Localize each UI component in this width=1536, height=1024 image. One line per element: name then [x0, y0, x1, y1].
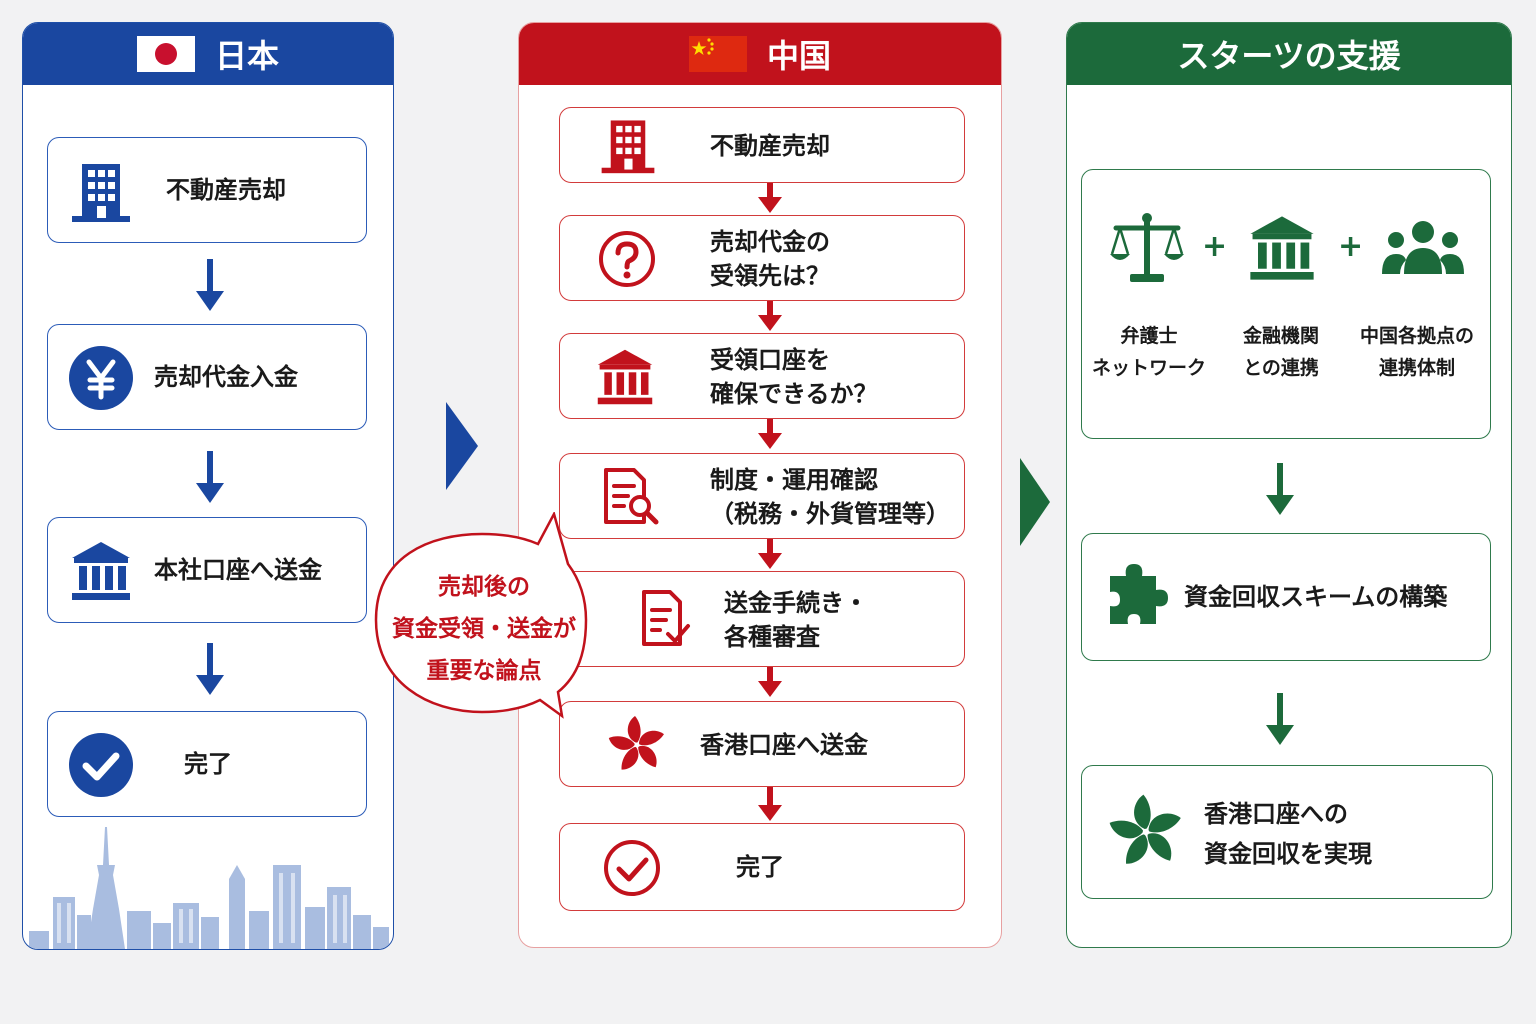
china-step-label: 完了	[736, 853, 784, 881]
plus-sign: +	[1202, 229, 1228, 264]
support-step-label: 資金回収スキームの構築	[1184, 583, 1448, 611]
japan-step-remit-to-hq: 本社口座へ送金	[47, 517, 367, 623]
arrow-down-icon	[196, 643, 224, 695]
arrow-down-icon	[758, 183, 782, 213]
people-icon	[1382, 221, 1464, 274]
arrow-down-icon	[758, 787, 782, 821]
china-step-label: 香港口座へ送金	[700, 731, 868, 759]
bank-icon	[597, 349, 653, 405]
support-network-box: + + 弁護士 ネットワーク 金融機関 との連携 中国各拠点の 連携体制	[1081, 169, 1491, 439]
japan-step-complete: 完了	[47, 711, 367, 817]
support-panel: スターツの支援 + +	[1066, 22, 1512, 948]
scales-icon	[1110, 213, 1184, 282]
china-title: 中国	[766, 37, 831, 75]
china-step-label: 送金手続き・ 各種審査	[724, 589, 868, 651]
japan-step-label: 完了	[184, 750, 232, 778]
flow-chevron-icon	[1020, 458, 1050, 546]
document-check-icon	[642, 590, 690, 646]
yen-icon	[69, 346, 133, 410]
china-step-label: 不動産売却	[710, 132, 830, 160]
china-step-label: 制度・運用確認 （税務・外貨管理等）	[710, 466, 950, 528]
china-step-payment-recipient: 売却代金の 受領先は？	[559, 215, 965, 301]
japan-step-label: 本社口座へ送金	[154, 556, 322, 584]
support-step-label: 香港口座への 資金回収を実現	[1204, 800, 1372, 868]
tokyo-skyline-illustration	[29, 827, 389, 949]
puzzle-icon	[1110, 564, 1168, 624]
china-step-regulation-check: 制度・運用確認 （税務・外貨管理等）	[559, 453, 965, 539]
arrow-down-icon	[758, 667, 782, 697]
arrow-down-icon	[758, 419, 782, 449]
check-circle-icon	[604, 840, 660, 896]
china-step-remittance-review: 送金手続き・ 各種審査	[559, 571, 965, 667]
japan-panel: 日本 不動産売却 売却代金入金	[22, 22, 394, 950]
japan-flag-icon	[136, 36, 195, 72]
bauhinia-icon	[608, 716, 664, 770]
plus-sign: +	[1338, 229, 1364, 264]
support-header: スターツの支援	[1067, 23, 1511, 85]
building-icon	[72, 164, 130, 222]
flow-chevron-icon	[446, 402, 478, 490]
arrow-down-icon	[196, 259, 224, 311]
japan-step-label: 不動産売却	[166, 176, 286, 204]
arrow-down-icon	[1266, 463, 1294, 515]
bauhinia-icon	[1109, 794, 1181, 864]
network-label-china-offices: 中国各拠点の 連携体制	[1359, 325, 1474, 379]
japan-header: 日本	[23, 23, 393, 85]
china-step-label: 売却代金の 受領先は？	[710, 228, 830, 290]
bank-icon	[1250, 216, 1314, 280]
china-step-remit-to-hk: 香港口座へ送金	[559, 701, 965, 787]
china-step-label: 受領口座を 確保できるか？	[710, 346, 878, 408]
china-flag-icon	[688, 36, 747, 72]
question-icon	[599, 231, 655, 287]
japan-step-sale-proceeds-received: 売却代金入金	[47, 324, 367, 430]
arrow-down-icon	[758, 539, 782, 569]
japan-step-real-estate-sale: 不動産売却	[47, 137, 367, 243]
china-header: 中国	[519, 23, 1001, 85]
callout-bubble	[374, 512, 588, 719]
support-step-scheme-construction: 資金回収スキームの構築	[1081, 533, 1491, 661]
china-step-secure-account: 受領口座を 確保できるか？	[559, 333, 965, 419]
arrow-down-icon	[758, 301, 782, 331]
document-search-icon	[604, 468, 659, 525]
network-label-lawyers: 弁護士 ネットワーク	[1091, 325, 1206, 379]
callout-text: 売却後の 資金受領・送金が 重要な論点	[392, 574, 576, 684]
china-step-complete: 完了	[559, 823, 965, 911]
bank-icon	[72, 542, 130, 600]
support-step-hk-fund-recovery: 香港口座への 資金回収を実現	[1081, 765, 1493, 899]
arrow-down-icon	[196, 451, 224, 503]
check-circle-icon	[69, 733, 133, 797]
network-label-financial-institutions: 金融機関 との連携	[1242, 325, 1319, 379]
support-title: スターツの支援	[1177, 37, 1401, 75]
building-icon	[601, 120, 655, 174]
japan-step-label: 売却代金入金	[154, 363, 298, 391]
china-step-real-estate-sale: 不動産売却	[559, 107, 965, 183]
arrow-down-icon	[1266, 693, 1294, 745]
china-panel: 中国 不動産売却 売却代金の 受領先は？	[518, 22, 1002, 948]
japan-title: 日本	[214, 37, 279, 75]
